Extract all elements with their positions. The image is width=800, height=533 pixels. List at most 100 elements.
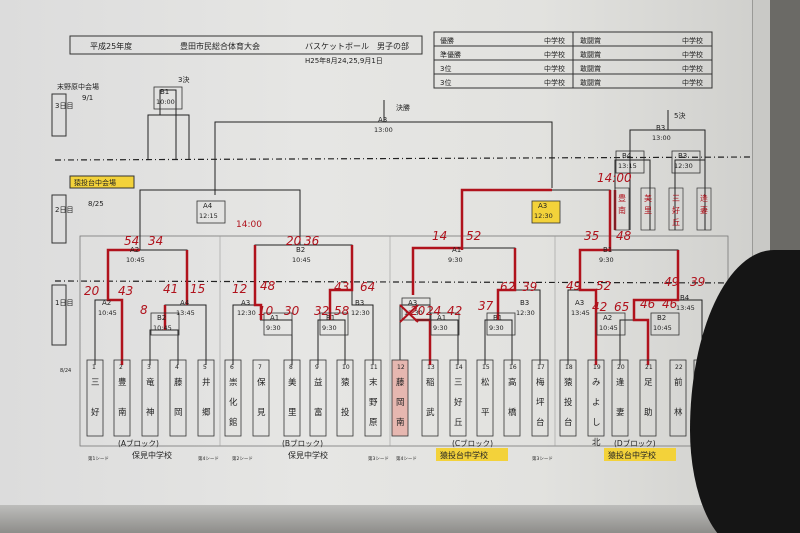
award-label: 敢闘賞 xyxy=(580,78,601,87)
match-time: 9:30 xyxy=(322,324,337,332)
team-number: 7 xyxy=(258,364,262,371)
team-name-char: 野 xyxy=(369,398,378,408)
team-name-char: 三 xyxy=(454,378,463,388)
team-name-char: 林 xyxy=(674,407,683,418)
score-mark: 15 xyxy=(190,282,205,296)
block-label: (Bブロック) xyxy=(282,438,323,448)
match-id: A3 xyxy=(538,202,547,210)
match-id: B3 xyxy=(520,299,529,307)
team-number: 22 xyxy=(675,364,683,371)
match-id: A3 xyxy=(575,299,584,307)
host-school: 保見中学校 xyxy=(132,450,172,460)
day3-label: 3日目 xyxy=(55,102,73,110)
team-slot: 3竜神 xyxy=(141,359,159,437)
advanced-team-char: 丘 xyxy=(672,218,680,227)
match-time: 12:30 xyxy=(534,212,553,220)
match-time: 10:45 xyxy=(98,309,117,317)
team-number: 19 xyxy=(593,364,601,371)
result-rank: 優勝 xyxy=(440,36,454,45)
team-name-char: 猿 xyxy=(341,377,350,388)
date-day3: 9/1 xyxy=(82,94,93,102)
award-label: 敢闘賞 xyxy=(580,64,601,73)
match-time: 9:30 xyxy=(489,324,504,332)
team-number: 15 xyxy=(482,364,490,371)
team-name-char: 益 xyxy=(314,377,323,388)
team-name-char: 三 xyxy=(91,378,100,388)
team-name-char: 好 xyxy=(454,397,463,408)
seed-label: 第4シード xyxy=(198,455,219,462)
match-id: A2 xyxy=(603,314,612,322)
team-name-char: 原 xyxy=(369,418,378,428)
match-time: 13:45 xyxy=(176,309,195,317)
seed-label: 第1シード xyxy=(88,455,109,462)
winner-lines xyxy=(106,188,680,365)
score-mark: 8 xyxy=(140,303,148,317)
advanced-team-char: 妻 xyxy=(700,205,708,215)
team-name-char: 崇 xyxy=(229,378,238,388)
team-name-char: 末 xyxy=(369,377,378,388)
score-mark: 41 xyxy=(163,282,178,296)
result-rank: 準優勝 xyxy=(440,50,461,59)
date-day1: 8/24 xyxy=(60,368,71,374)
seed-label: 第3シード xyxy=(368,455,389,462)
match-A1: A19:30 xyxy=(263,312,293,336)
cross-mark xyxy=(399,304,419,323)
team-name-char: 猿 xyxy=(564,377,573,388)
score-mark: 48 xyxy=(260,279,276,293)
team-name-char: 見 xyxy=(257,408,266,418)
day-divider xyxy=(54,156,751,161)
team-number: 2 xyxy=(119,364,123,371)
advanced-team-char: 豊 xyxy=(618,193,626,203)
match-id: A3 xyxy=(241,299,250,307)
result-rank: 3位 xyxy=(440,78,451,87)
handwritten-time: 14:00 xyxy=(236,220,262,230)
team-slot: 7 保見 xyxy=(252,359,270,437)
score-mark: 20 xyxy=(286,234,302,248)
host-school: 猿投台中学校 xyxy=(608,450,656,460)
day-divider xyxy=(54,280,751,284)
score-mark: 39 xyxy=(522,280,537,294)
seed-label: 第3シード xyxy=(532,455,553,462)
venue-day3: 末野原中会場 xyxy=(57,82,99,91)
team-name-char: み xyxy=(592,378,601,388)
match-id: B4 xyxy=(622,152,632,160)
match-time: 13:45 xyxy=(571,309,590,317)
team-name-char: 梅 xyxy=(536,377,545,388)
match-A1: A19:30 xyxy=(430,312,460,336)
match-time: 10:45 xyxy=(653,324,672,332)
score-mark: 10 xyxy=(258,304,274,318)
score-mark: 42 xyxy=(447,304,462,318)
day3-box xyxy=(51,93,67,137)
advanced-team-char: 美 xyxy=(644,193,652,203)
team-name-char: 坪 xyxy=(536,398,545,408)
team-name-char: 保 xyxy=(257,377,266,388)
match-B1: B1 9:30 xyxy=(319,312,349,336)
team-number: 14 xyxy=(455,364,463,371)
score-mark: 42 xyxy=(592,300,607,314)
match-time: 13:45 xyxy=(676,304,695,312)
match-B1: B19:30 xyxy=(599,246,614,264)
score-mark: 43 xyxy=(334,280,349,294)
match-id: B1 xyxy=(326,314,335,322)
team-slot: 2豊南 xyxy=(113,359,131,437)
round-label: 5決 xyxy=(674,111,685,120)
host-school-labels: 保見中学校保見中学校猿投台中学校猿投台中学校 xyxy=(132,448,676,461)
score-mark: 43 xyxy=(118,284,133,298)
score-mark: 39 xyxy=(690,275,705,289)
match-time: 12:30 xyxy=(516,309,535,317)
